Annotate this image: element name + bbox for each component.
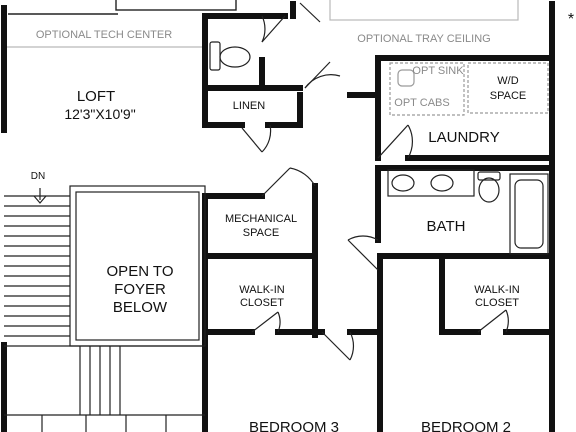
optional-tray-ceiling-label: OPTIONAL TRAY CEILING [357, 33, 490, 45]
thin-lines [5, 0, 519, 48]
mechanical-space-line1: MECHANICAL [225, 213, 297, 225]
opt-sink-label: OPT SINK [412, 65, 464, 77]
wd-space-label-line1: W/D [497, 75, 518, 87]
bedroom-3-label: BEDROOM 3 [249, 419, 339, 432]
bedroom-2-label: BEDROOM 2 [421, 419, 511, 432]
walk-in-closet-right-line1: WALK-IN [474, 284, 519, 296]
room-labels: OPTIONAL TECH CENTER OPTIONAL TRAY CEILI… [31, 11, 574, 432]
walk-in-closet-left-line1: WALK-IN [239, 284, 284, 296]
walk-in-closet-left-line2: CLOSET [240, 297, 284, 309]
down-stairs-label: DN [31, 171, 45, 182]
mechanical-space-line2: SPACE [243, 227, 279, 239]
asterisk-note-mark: * [568, 11, 574, 28]
walk-in-closet-right-line2: CLOSET [475, 297, 519, 309]
optional-tech-center-label: OPTIONAL TECH CENTER [36, 29, 172, 41]
door-swings [241, 2, 509, 361]
fixtures [209, 41, 549, 255]
bath-label: BATH [427, 218, 466, 235]
walls [1, 1, 555, 432]
laundry-fixtures [389, 62, 549, 116]
loft-dimensions-label: 12'3"X10'9" [64, 106, 135, 122]
open-to-foyer-line3: BELOW [113, 299, 168, 316]
wd-space-label-line2: SPACE [490, 90, 526, 102]
opt-cabs-label: OPT CABS [394, 97, 449, 109]
laundry-label: LAUNDRY [428, 129, 499, 146]
open-to-foyer-line2: FOYER [114, 281, 166, 298]
stairs [4, 185, 206, 432]
linen-label: LINEN [233, 100, 265, 112]
loft-name-label: LOFT [77, 88, 115, 105]
open-to-foyer-line1: OPEN TO [107, 263, 174, 280]
